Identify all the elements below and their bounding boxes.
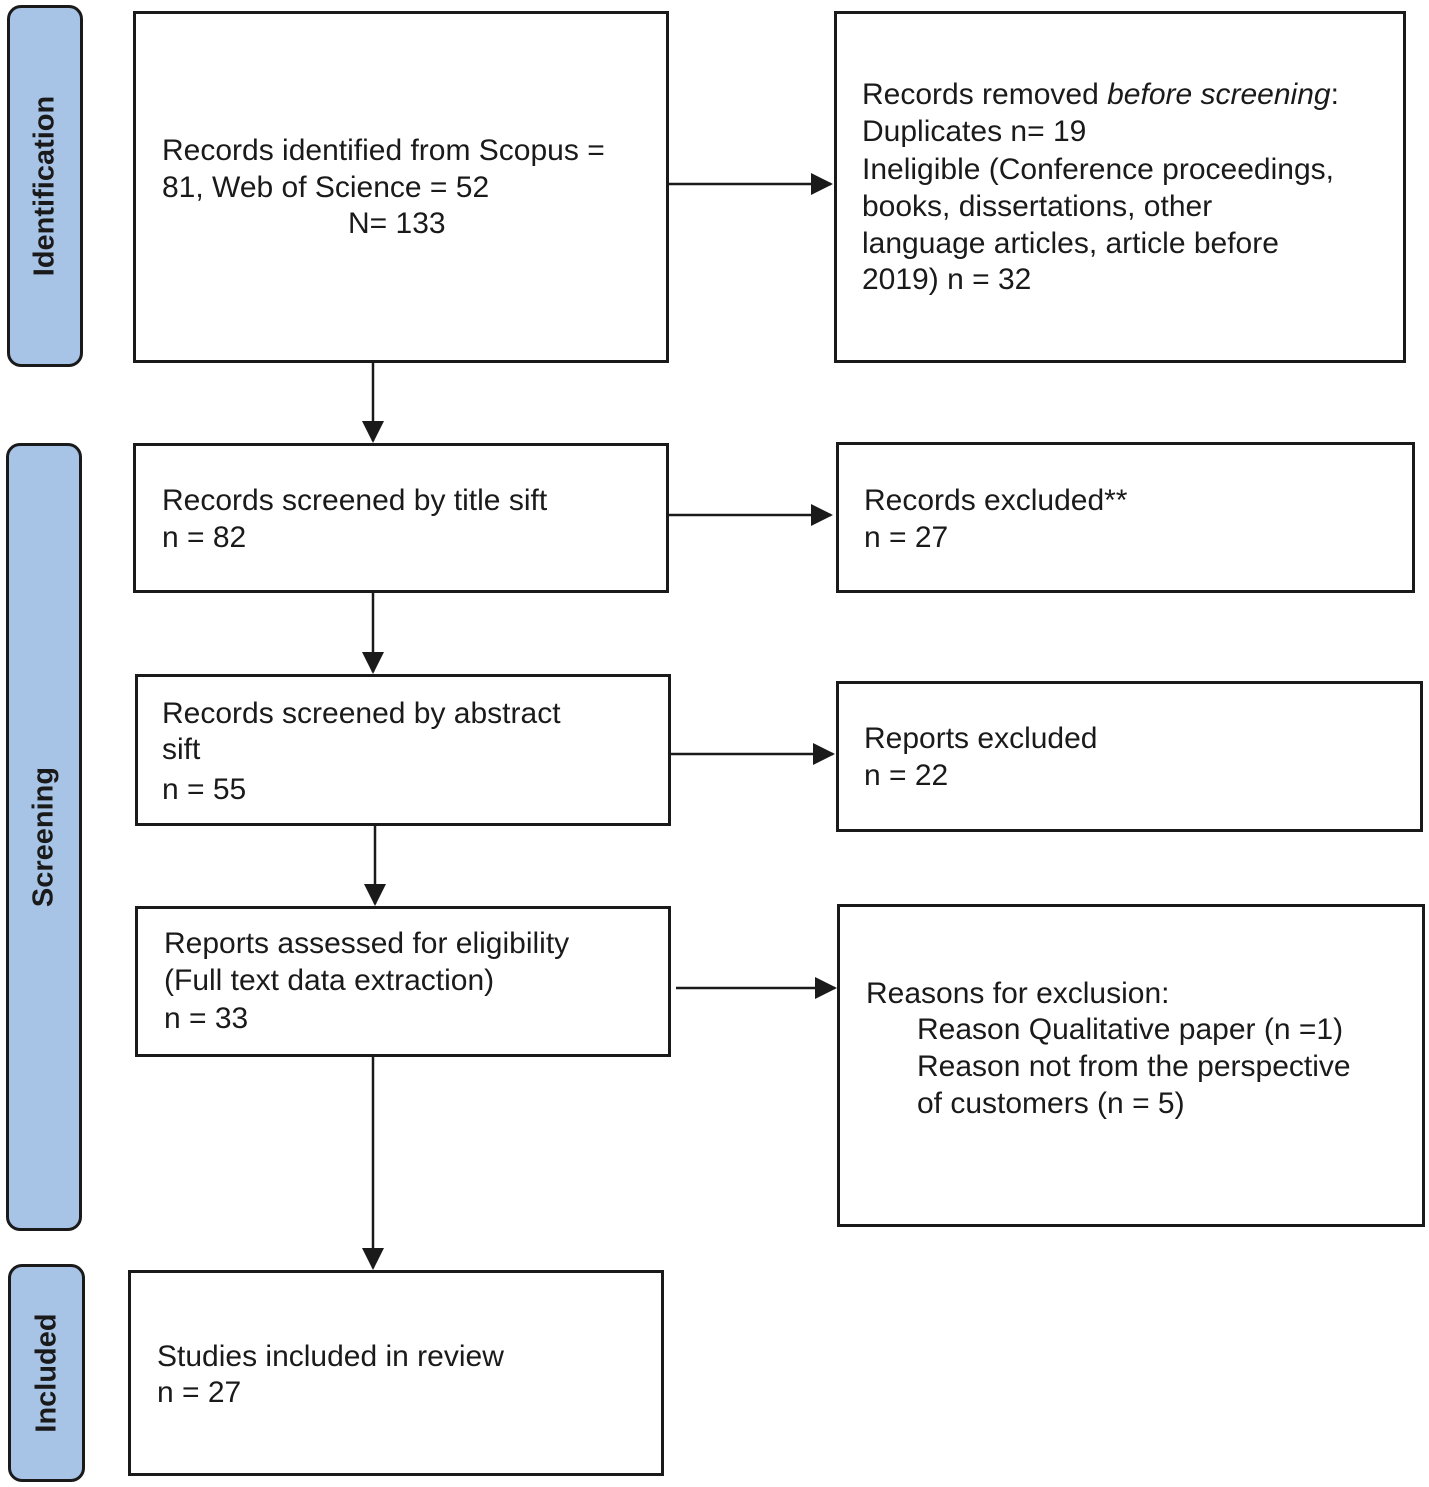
title-sift-count: n = 82 [162, 521, 247, 554]
included-line1: Studies included in review [157, 1340, 504, 1373]
box-records-excluded [836, 442, 1415, 593]
removed-line6: 2019) n = 32 [862, 263, 1032, 296]
exclusion-reason-qualitative: Reason Qualitative paper (n =1) [917, 1013, 1344, 1046]
box-records-removed [834, 11, 1406, 363]
box-abstract-sift [135, 674, 671, 826]
removed-line1: Records removed before screening: [862, 78, 1339, 111]
box-reports-excluded [836, 681, 1423, 832]
excluded-records-line1: Records excluded** [864, 484, 1128, 517]
box-title-sift [133, 443, 669, 593]
exclusion-reason-perspective-cont: of customers (n = 5) [917, 1087, 1185, 1120]
exclusion-reasons-heading: Reasons for exclusion: [866, 977, 1170, 1010]
phase-screening: Screening [6, 443, 82, 1231]
identified-total: N= 133 [348, 207, 446, 240]
included-count: n = 27 [157, 1376, 242, 1409]
title-sift-line1: Records screened by title sift [162, 484, 548, 517]
reports-excluded-line1: Reports excluded [864, 722, 1098, 755]
abstract-sift-line1: Records screened by abstract [162, 697, 561, 730]
abstract-sift-line2: sift [162, 733, 201, 766]
eligibility-count: n = 33 [164, 1002, 249, 1035]
removed-line4: books, dissertations, other [862, 190, 1213, 223]
box-eligibility [135, 906, 671, 1057]
abstract-sift-count: n = 55 [162, 773, 247, 806]
box-exclusion-reasons [837, 904, 1425, 1227]
eligibility-line2: (Full text data extraction) [164, 964, 495, 997]
box-studies-included [128, 1270, 664, 1476]
phase-included: Included [8, 1264, 85, 1482]
eligibility-line1: Reports assessed for eligibility [164, 927, 570, 960]
reports-excluded-count: n = 22 [864, 759, 949, 792]
excluded-records-count: n = 27 [864, 521, 949, 554]
phase-identification: Identification [7, 5, 83, 367]
removed-line3: Ineligible (Conference proceedings, [862, 153, 1334, 186]
removed-duplicates: Duplicates n= 19 [862, 115, 1087, 148]
removed-line5: language articles, article before [862, 227, 1279, 260]
identified-line2: 81, Web of Science = 52 [162, 171, 490, 204]
identified-line1: Records identified from Scopus = [162, 134, 605, 167]
exclusion-reason-perspective: Reason not from the perspective [917, 1050, 1351, 1083]
box-records-identified [133, 11, 669, 363]
